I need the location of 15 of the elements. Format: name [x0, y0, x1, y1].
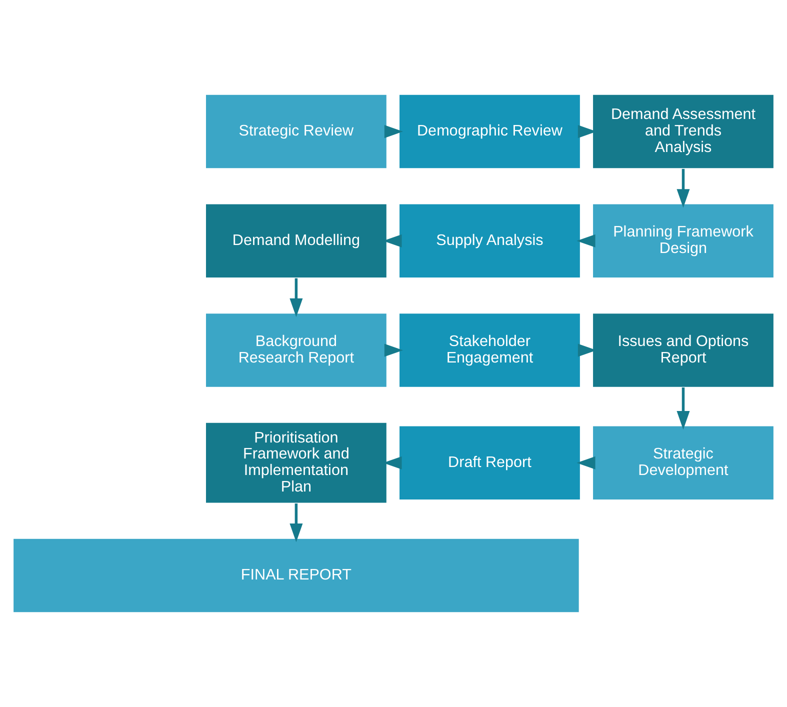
- node-box: Issues and Options Report: [592, 312, 775, 388]
- node-box: Demand Modelling: [204, 203, 388, 279]
- node-box: Demand Assessment and Trends Analysis: [592, 94, 775, 170]
- node-box: FINAL REPORT: [12, 538, 580, 614]
- arrow: [576, 456, 596, 470]
- arrow: [384, 125, 404, 138]
- arrow: [576, 234, 596, 248]
- node-box: Prioritisation Framework and Implementation Plan: [204, 422, 388, 504]
- arrow: [676, 387, 690, 430]
- arrow: [384, 344, 404, 357]
- arrow: [290, 503, 303, 542]
- arrow: [383, 456, 402, 470]
- arrow: [383, 234, 402, 248]
- arrow: [290, 278, 303, 318]
- arrow: [676, 168, 690, 208]
